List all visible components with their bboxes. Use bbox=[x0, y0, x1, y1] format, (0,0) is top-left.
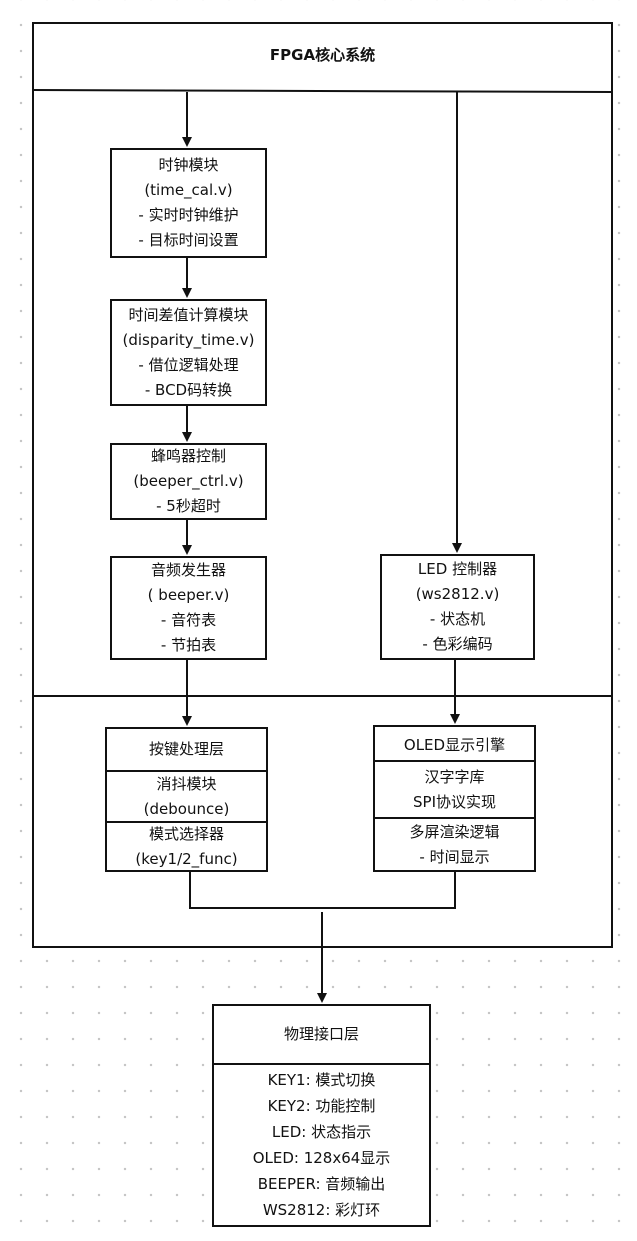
debounce-line: 消抖模块 bbox=[156, 774, 217, 793]
title-divider bbox=[32, 89, 613, 93]
clock-module-line: (time_cal.v) bbox=[144, 181, 233, 199]
mode-selector-section: 模式选择器 (key1/2_func) bbox=[105, 821, 268, 872]
physical-line: LED: 状态指示 bbox=[271, 1123, 372, 1141]
merge-line bbox=[189, 872, 456, 909]
font-line: 汉字字库 bbox=[424, 767, 485, 786]
diff-module-line: - 借位逻辑处理 bbox=[138, 355, 239, 374]
led-ctrl-line: (ws2812.v) bbox=[415, 585, 500, 603]
physical-layer-title: 物理接口层 bbox=[283, 1025, 359, 1043]
system-title: FPGA核心系统 bbox=[269, 46, 376, 64]
audio-gen-line: - 节拍表 bbox=[160, 636, 217, 654]
mode-selector-line: (key1/2_func) bbox=[135, 849, 238, 868]
render-line: - 时间显示 bbox=[419, 847, 490, 866]
led-ctrl-line: - 状态机 bbox=[429, 610, 486, 628]
physical-line: OLED: 128x64显示 bbox=[252, 1149, 391, 1167]
render-section: 多屏渲染逻辑 - 时间显示 bbox=[373, 817, 536, 872]
physical-layer-list: KEY1: 模式切换 KEY2: 功能控制 LED: 状态指示 OLED: 12… bbox=[212, 1063, 431, 1227]
physical-line: KEY2: 功能控制 bbox=[267, 1097, 376, 1115]
physical-layer-box[interactable]: 物理接口层 KEY1: 模式切换 KEY2: 功能控制 LED: 状态指示 OL… bbox=[212, 1004, 431, 1227]
physical-line: BEEPER: 音频输出 bbox=[257, 1175, 386, 1193]
diff-module-line: 时间差值计算模块 bbox=[128, 305, 249, 324]
key-layer-title: 按键处理层 bbox=[148, 740, 224, 758]
font-section: 汉字字库 SPI协议实现 bbox=[373, 760, 536, 819]
audio-gen-line: - 音符表 bbox=[160, 611, 217, 629]
beeper-ctrl-line: - 5秒超时 bbox=[156, 497, 221, 515]
audio-gen-line: ( beeper.v) bbox=[147, 586, 230, 604]
led-ctrl-box[interactable]: LED 控制器 (ws2812.v) - 状态机 - 色彩编码 bbox=[380, 554, 535, 660]
diff-module-box[interactable]: 时间差值计算模块 (disparity_time.v) - 借位逻辑处理 - B… bbox=[110, 299, 267, 406]
diff-module-line: - BCD码转换 bbox=[144, 380, 233, 399]
physical-line: KEY1: 模式切换 bbox=[267, 1071, 376, 1089]
diff-module-line: (disparity_time.v) bbox=[122, 330, 255, 349]
render-line: 多屏渲染逻辑 bbox=[409, 822, 500, 841]
key-layer-box[interactable]: 按键处理层 消抖模块 (debounce) 模式选择器 (key1/2_func… bbox=[105, 727, 268, 872]
beeper-ctrl-line: (beeper_ctrl.v) bbox=[133, 472, 244, 490]
clock-module-line: 时钟模块 bbox=[158, 156, 219, 174]
clock-module-box[interactable]: 时钟模块 (time_cal.v) - 实时时钟维护 - 目标时间设置 bbox=[110, 148, 267, 258]
key-layer-header: 按键处理层 bbox=[105, 727, 268, 772]
clock-module-line: - 目标时间设置 bbox=[138, 231, 239, 249]
audio-gen-line: 音频发生器 bbox=[150, 561, 226, 579]
oled-engine-header: OLED显示引擎 bbox=[373, 725, 536, 762]
beeper-ctrl-box[interactable]: 蜂鸣器控制 (beeper_ctrl.v) - 5秒超时 bbox=[110, 443, 267, 520]
mode-selector-line: 模式选择器 bbox=[148, 824, 224, 843]
led-ctrl-line: LED 控制器 bbox=[417, 560, 498, 578]
oled-engine-box[interactable]: OLED显示引擎 汉字字库 SPI协议实现 多屏渲染逻辑 - 时间显示 bbox=[373, 725, 536, 872]
clock-module-line: - 实时时钟维护 bbox=[138, 206, 239, 224]
beeper-ctrl-line: 蜂鸣器控制 bbox=[150, 447, 226, 465]
audio-gen-box[interactable]: 音频发生器 ( beeper.v) - 音符表 - 节拍表 bbox=[110, 556, 267, 660]
physical-layer-header: 物理接口层 bbox=[212, 1004, 431, 1065]
debounce-section: 消抖模块 (debounce) bbox=[105, 770, 268, 823]
led-ctrl-line: - 色彩编码 bbox=[422, 635, 493, 653]
font-line: SPI协议实现 bbox=[413, 792, 496, 811]
physical-line: WS2812: 彩灯环 bbox=[262, 1201, 381, 1219]
debounce-line: (debounce) bbox=[143, 799, 230, 818]
oled-engine-title: OLED显示引擎 bbox=[403, 736, 506, 754]
